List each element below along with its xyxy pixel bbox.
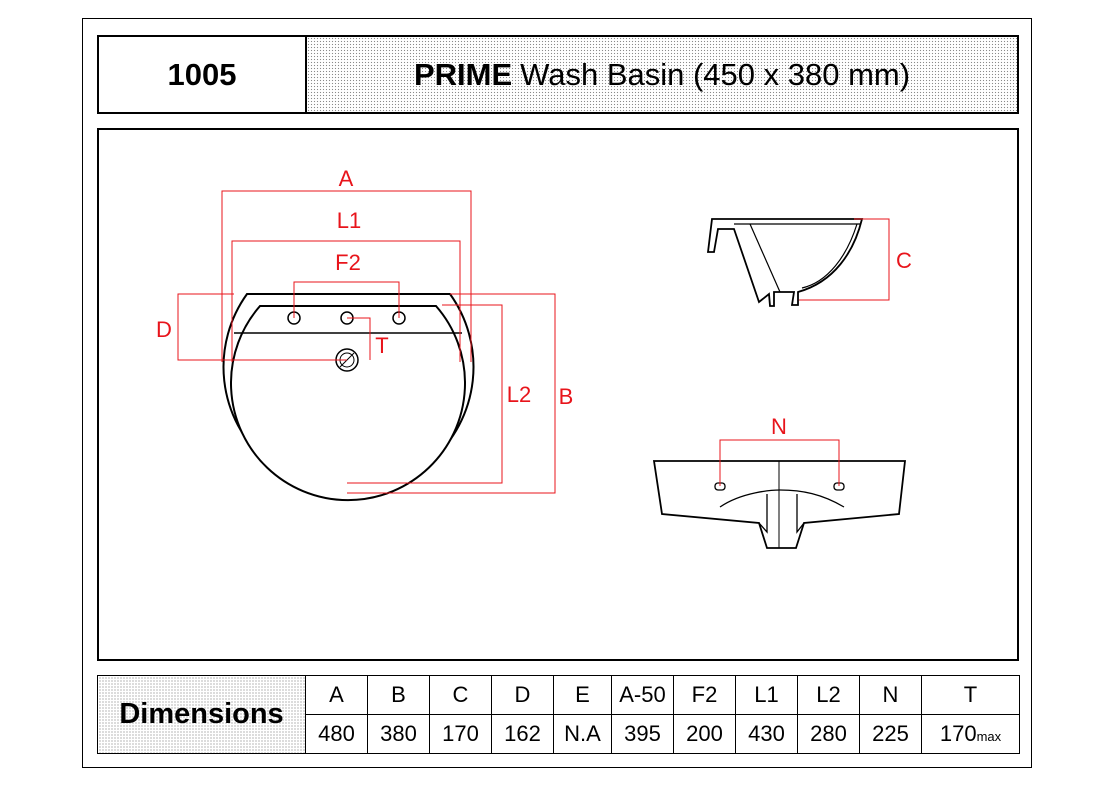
dim-key-d: D xyxy=(491,675,554,715)
dimensions-table: Dimensions A B C D E A-50 F2 L1 L2 N T 4… xyxy=(97,675,1020,754)
front-bowl-arc xyxy=(719,489,845,508)
dim-value-b: 380 xyxy=(367,714,430,754)
dim-value-t: 170max xyxy=(921,714,1020,754)
dimension-lines-top xyxy=(177,190,556,494)
dim-l1-line xyxy=(231,240,461,362)
dimensions-value-row: 480 380 170 162 N.A 395 200 430 280 225 … xyxy=(98,714,1020,754)
dim-key-e: E xyxy=(553,675,612,715)
dim-value-l2: 280 xyxy=(797,714,860,754)
dim-f2-line xyxy=(293,281,400,318)
basin-top-view xyxy=(222,293,475,502)
label-a: A xyxy=(339,166,354,191)
front-trap xyxy=(758,494,805,534)
dim-key-n: N xyxy=(859,675,922,715)
dim-l2-line xyxy=(347,304,503,484)
dim-key-b: B xyxy=(367,675,430,715)
side-inner-curve xyxy=(801,223,858,289)
dim-value-e: N.A xyxy=(553,714,612,754)
label-c: C xyxy=(896,248,912,273)
dim-key-a50: A-50 xyxy=(611,675,674,715)
label-l1: L1 xyxy=(337,208,361,233)
dim-value-t-suffix: max xyxy=(976,729,1002,744)
dim-n-line xyxy=(719,439,840,486)
label-l2: L2 xyxy=(507,382,531,407)
dim-key-f2: F2 xyxy=(673,675,736,715)
dim-key-t: T xyxy=(921,675,1020,715)
dim-t-line xyxy=(347,317,371,360)
dim-key-l2: L2 xyxy=(797,675,860,715)
label-n: N xyxy=(771,414,787,439)
label-f2: F2 xyxy=(335,250,361,275)
dim-c-line xyxy=(799,218,890,301)
dim-a-line xyxy=(221,190,472,362)
title-brand: PRIME xyxy=(413,56,513,92)
dim-value-a50: 395 xyxy=(611,714,674,754)
dim-value-d: 162 xyxy=(491,714,554,754)
dim-d-line xyxy=(177,293,347,361)
dim-key-l1: L1 xyxy=(735,675,798,715)
side-profile-outline xyxy=(706,218,864,307)
dim-value-t-number: 170 xyxy=(939,721,977,746)
title-description: Wash Basin (450 x 380 mm) xyxy=(520,56,911,92)
dim-value-a: 480 xyxy=(305,714,368,754)
dim-value-f2: 200 xyxy=(673,714,736,754)
label-b: B xyxy=(559,384,574,409)
label-t: T xyxy=(375,333,388,358)
product-code: 1005 xyxy=(97,35,307,114)
basin-inner-bowl xyxy=(230,305,466,502)
dimensions-header-row: Dimensions A B C D E A-50 F2 L1 L2 N T xyxy=(97,675,1020,754)
dimensions-label: Dimensions xyxy=(97,675,306,754)
dim-key-a: A xyxy=(305,675,368,715)
dimension-labels-top: A L1 F2 D T L2 B xyxy=(156,166,573,409)
technical-drawing: A L1 F2 D T L2 B C N xyxy=(97,128,1019,661)
dim-value-l1: 430 xyxy=(735,714,798,754)
sheet-border xyxy=(82,18,1032,768)
dim-key-c: C xyxy=(429,675,492,715)
side-inner-bowl xyxy=(749,223,781,293)
basin-side-view xyxy=(706,218,864,307)
dim-value-n: 225 xyxy=(859,714,922,754)
dim-b-line xyxy=(347,293,556,494)
dim-value-c: 170 xyxy=(429,714,492,754)
basin-front-view xyxy=(652,460,907,549)
label-d: D xyxy=(156,317,172,342)
